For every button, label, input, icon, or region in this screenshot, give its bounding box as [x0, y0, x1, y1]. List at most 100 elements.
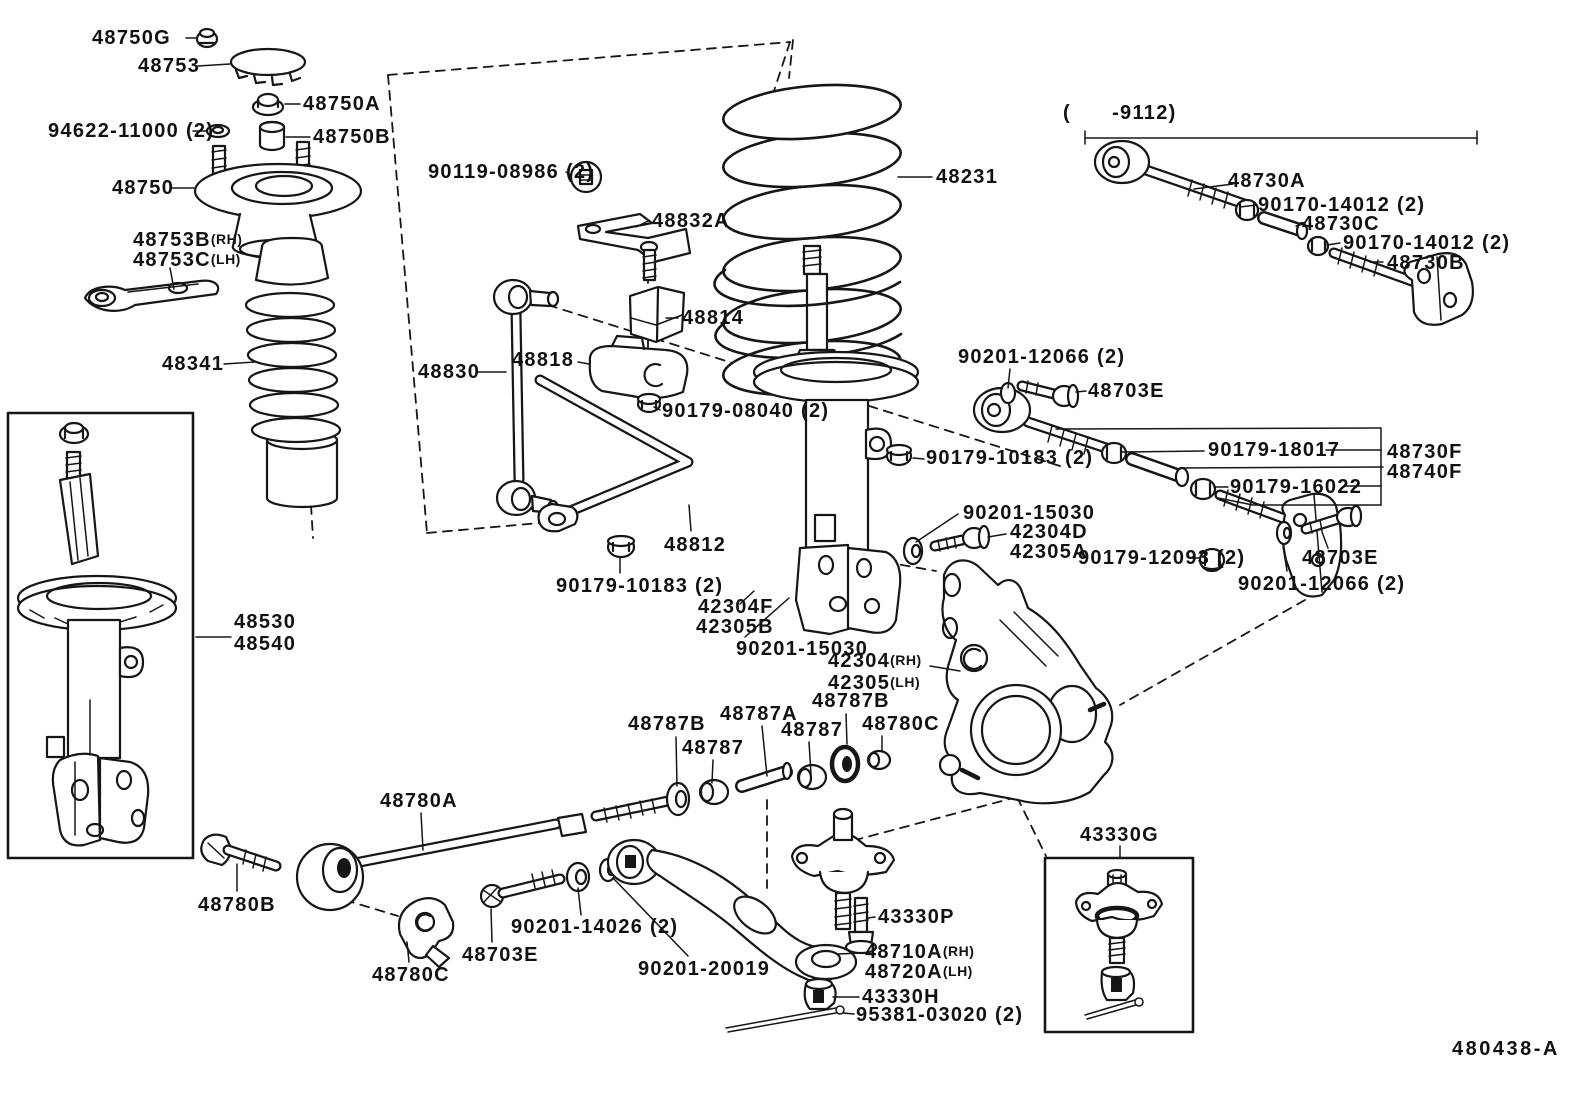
part-label-48780c-up: 48780C — [862, 713, 940, 735]
part-label-48780b: 48780B — [198, 894, 276, 916]
part-label-48812: 48812 — [664, 534, 727, 556]
part-label-48750a: 48750A — [303, 93, 381, 115]
part-label-48787-1: 48787 — [682, 737, 745, 759]
part-label-48750: 48750 — [112, 177, 175, 199]
part-collar-48787a — [735, 761, 793, 793]
hand-note-rh: (RH) — [942, 943, 975, 959]
part-bushing-48818 — [588, 334, 689, 400]
part-bushing-48787-2 — [796, 763, 828, 791]
part-label-90179-18017: 90179-18017 — [1208, 439, 1341, 461]
part-strut-rod-48780a — [295, 795, 674, 912]
part-label-48730a: 48730A — [1228, 170, 1306, 192]
part-label-48750g: 48750G — [92, 27, 171, 49]
part-bushing-48787-1 — [698, 778, 730, 806]
part-label-48703e-3: 48703E — [462, 944, 539, 966]
part-label-48710a: 48710A(RH) — [865, 940, 974, 963]
part-label-42305: 42305(LH) — [828, 671, 920, 694]
part-label-48231: 48231 — [936, 166, 999, 188]
part-lower-arm-48710a — [606, 838, 858, 983]
part-label-90179-12093: 90179-12093 (2) — [1078, 547, 1246, 569]
part-label-42305b: 42305B — [696, 616, 774, 638]
part-nut-90179-08040 — [636, 392, 662, 414]
part-bolt-48703e-c — [479, 869, 566, 909]
part-cotter-pin-95381 — [725, 1005, 845, 1033]
part-strut-48510-body — [713, 244, 920, 636]
part-label-48753c: 48753C(LH) — [133, 248, 241, 271]
part-label-48730c: 48730C — [1302, 213, 1380, 235]
part-trailing-arm-48730ab — [1084, 130, 1478, 326]
part-label-43330p: 43330P — [878, 906, 955, 928]
part-label-43330g: 43330G — [1080, 824, 1159, 846]
part-dust-cover-48341 — [244, 236, 342, 509]
part-label-48703e-1: 48703E — [1088, 380, 1165, 402]
part-label-48787a: 48787A — [720, 703, 798, 725]
part-label-90179-16022: 90179-16022 — [1230, 476, 1363, 498]
hand-note-lh: (LH) — [890, 674, 921, 690]
part-label-43330h: 43330H — [862, 986, 940, 1008]
part-bolt-42304d — [929, 524, 991, 552]
part-label-48530: 48530 — [234, 611, 297, 633]
part-number: 48753C — [133, 249, 211, 271]
part-number: 48710A — [865, 941, 943, 963]
part-label-95381-03020: 95381-03020 (2) — [856, 1004, 1024, 1026]
part-number: 48720A — [865, 961, 943, 983]
part-bolt-48703e-b — [1300, 504, 1363, 535]
part-label-48832a: 48832A — [652, 210, 730, 232]
part-label-48814: 48814 — [682, 307, 745, 329]
part-washer-90201-12066-b — [1275, 520, 1293, 546]
part-label-48740f: 48740F — [1387, 461, 1463, 483]
part-label-90201-12066-2: 90201-12066 (2) — [1238, 573, 1406, 595]
part-label-48780a: 48780A — [380, 790, 458, 812]
part-label-48753b: 48753B(RH) — [133, 228, 242, 251]
part-label-90170-14012-1: 90170-14012 (2) — [1258, 194, 1426, 216]
part-label-90201-14026: 90201-14026 (2) — [511, 916, 679, 938]
part-label-90201-15030-2: 90201-15030 — [736, 638, 869, 660]
part-label-48787-2: 48787 — [781, 719, 844, 741]
part-label-90201-15030-1: 90201-15030 — [963, 502, 1096, 524]
part-number: 42304 — [828, 650, 891, 672]
part-label-48787b-1: 48787B — [628, 713, 706, 735]
part-support-48750 — [193, 140, 363, 260]
part-bracket-48780c-low — [397, 897, 455, 969]
part-washer-94622 — [205, 123, 231, 139]
figure-code: 480438-A — [1452, 1038, 1560, 1060]
part-label-48830: 48830 — [418, 361, 481, 383]
leader-lines — [169, 37, 1384, 1015]
ball-joint-kit-box-43330g — [1043, 856, 1195, 1034]
part-retainer-48753bc — [83, 279, 220, 312]
part-washer-48787b-1 — [665, 781, 691, 817]
part-label-90201-12066-1: 90201-12066 (2) — [958, 346, 1126, 368]
part-label-48540: 48540 — [234, 633, 297, 655]
part-number: 42305 — [828, 672, 891, 694]
part-ball-joint-lower — [790, 807, 896, 931]
part-label-90179-10183-1: 90179-10183 (2) — [926, 447, 1094, 469]
part-label-42304: 42304(RH) — [828, 649, 922, 672]
part-label-90201-20019: 90201-20019 — [638, 958, 771, 980]
hand-note-rh: (RH) — [890, 652, 922, 668]
part-washer-90201-15030-a — [902, 536, 924, 566]
part-bolt-43330p — [844, 896, 878, 955]
part-nut-43330h — [803, 977, 837, 1011]
part-nut-48750a — [251, 92, 285, 117]
variant-range-note: ( -9112) — [1063, 102, 1177, 124]
part-bushing-48750b — [258, 120, 286, 152]
part-washer-90201-14026 — [565, 861, 591, 893]
part-label-42304f: 42304F — [698, 596, 774, 618]
part-cap-48753 — [229, 47, 307, 87]
strut-assy-box-48530 — [6, 411, 195, 860]
hand-note-lh: (LH) — [210, 251, 241, 267]
part-stabilizer-bar-48812 — [534, 374, 694, 533]
part-label-90179-10183-2: 90179-10183 (2) — [556, 575, 724, 597]
part-label-48720a: 48720A(LH) — [865, 960, 973, 983]
part-label-94622-11000: 94622-11000 (2) — [48, 120, 215, 142]
part-label-48341: 48341 — [162, 353, 225, 375]
part-label-48703e-2: 48703E — [1302, 547, 1379, 569]
part-label-90179-08040: 90179-08040 (2) — [662, 400, 830, 422]
part-knuckle-42304 — [938, 559, 1114, 805]
hand-note-lh: (LH) — [942, 963, 973, 979]
part-stabilizer-link-48830 — [492, 278, 560, 517]
part-bracket-48832a — [576, 212, 692, 282]
part-label-48750b: 48750B — [313, 126, 391, 148]
part-bolt-48780b — [200, 833, 282, 872]
part-bracket-48814 — [628, 285, 686, 344]
